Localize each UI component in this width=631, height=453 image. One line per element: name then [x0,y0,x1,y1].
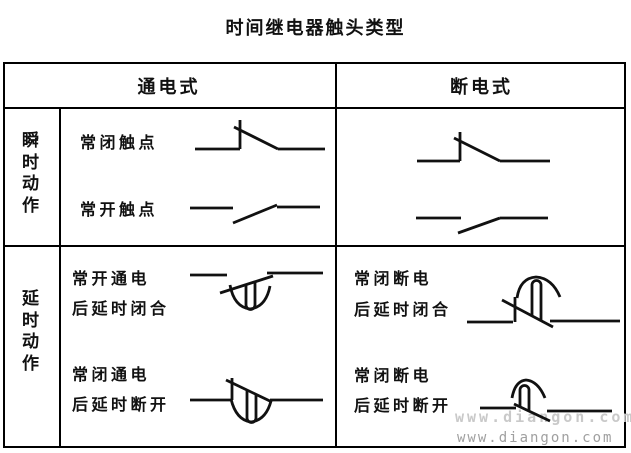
table-divider-header-bottom [3,107,626,109]
no-contact-symbol-deenergized [413,203,553,237]
label-on-delay-close-line1: 常开通电 [72,271,151,288]
label-on-delay-close-line2: 后延时闭合 [72,301,170,318]
table-divider-row-header [59,107,61,448]
table-border [3,62,626,448]
label-off-delay-close-line1: 常闭断电 [354,271,433,288]
watermark: www.diangon.com [457,430,614,446]
label-normally-open-contact: 常开触点 [80,202,159,219]
table-divider-columns [335,62,337,448]
label-off-delay-close-line2: 后延时闭合 [354,302,452,319]
label-on-delay-open-line1: 常闭通电 [72,367,151,384]
table-divider-row [3,245,626,247]
row-header-delayed: 延时动作 [22,289,39,373]
on-delay-closing-contact-symbol [186,265,326,320]
label-off-delay-open-line2: 后延时断开 [354,398,452,415]
nc-contact-symbol-deenergized [413,125,553,165]
column-header-energized: 通电式 [137,77,201,97]
nc-contact-symbol-energized [188,113,328,155]
page-title: 时间继电器触头类型 [225,18,406,38]
label-on-delay-open-line2: 后延时断开 [72,397,170,414]
no-contact-symbol-energized [188,193,328,227]
off-delay-closing-contact-symbol [462,268,627,330]
off-delay-opening-contact-symbol [475,376,625,424]
on-delay-opening-contact-symbol [186,368,326,430]
label-normally-closed-contact: 常闭触点 [80,135,159,152]
label-off-delay-open-line1: 常闭断电 [354,368,433,385]
column-header-deenergized: 断电式 [450,77,513,97]
row-header-instantaneous: 瞬时动作 [22,131,39,215]
